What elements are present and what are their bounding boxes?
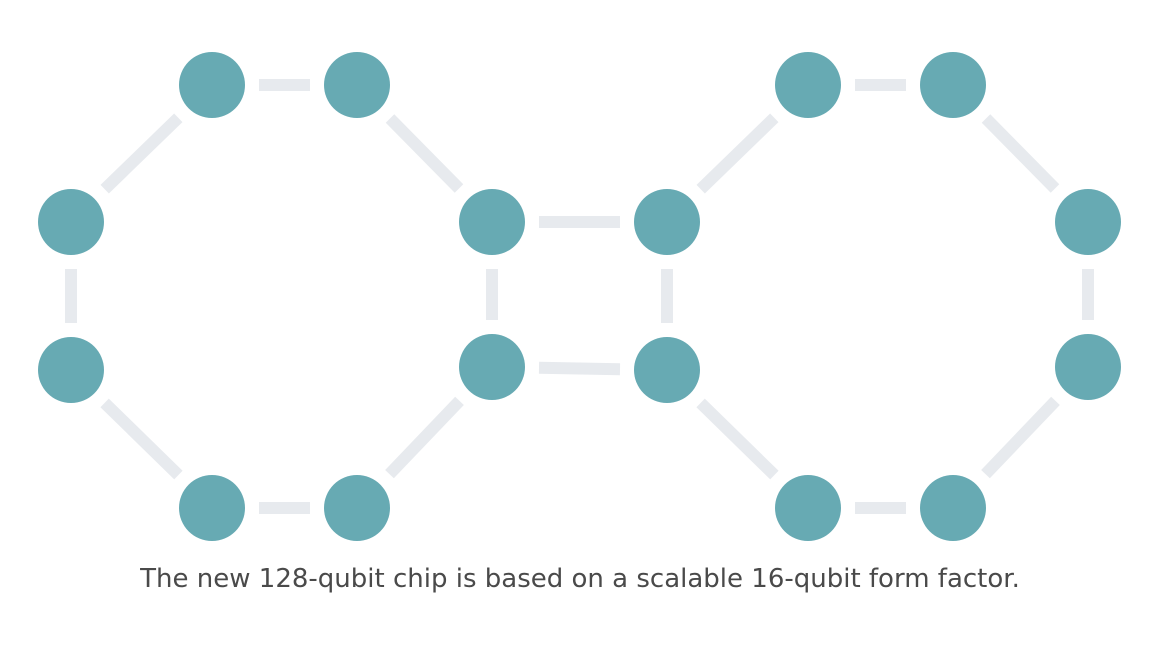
qubit-group <box>38 52 1121 541</box>
qubit-node <box>324 475 390 541</box>
qubit-node <box>1055 334 1121 400</box>
coupler-link <box>538 361 621 376</box>
coupler-link <box>696 398 779 480</box>
coupler-link <box>696 113 779 194</box>
qubit-node <box>775 52 841 118</box>
qubit-node <box>920 52 986 118</box>
qubit-lattice-diagram <box>38 52 1121 541</box>
qubit-node <box>38 189 104 255</box>
qubit-node <box>1055 189 1121 255</box>
coupler-group <box>65 79 1094 514</box>
qubit-node <box>179 475 245 541</box>
qubit-node <box>38 337 104 403</box>
qubit-node <box>634 189 700 255</box>
qubit-node <box>324 52 390 118</box>
qubit-node <box>775 475 841 541</box>
qubit-node <box>459 189 525 255</box>
qubit-node <box>459 334 525 400</box>
qubit-node <box>634 337 700 403</box>
qubit-node <box>179 52 245 118</box>
coupler-link <box>981 396 1060 479</box>
qubit-node <box>920 475 986 541</box>
coupler-link <box>385 114 464 193</box>
coupler-link <box>981 114 1060 193</box>
figure-caption: The new 128-qubit chip is based on a sca… <box>140 564 1020 594</box>
coupler-link <box>100 398 183 480</box>
coupler-link <box>100 113 183 194</box>
coupler-link <box>385 396 464 479</box>
